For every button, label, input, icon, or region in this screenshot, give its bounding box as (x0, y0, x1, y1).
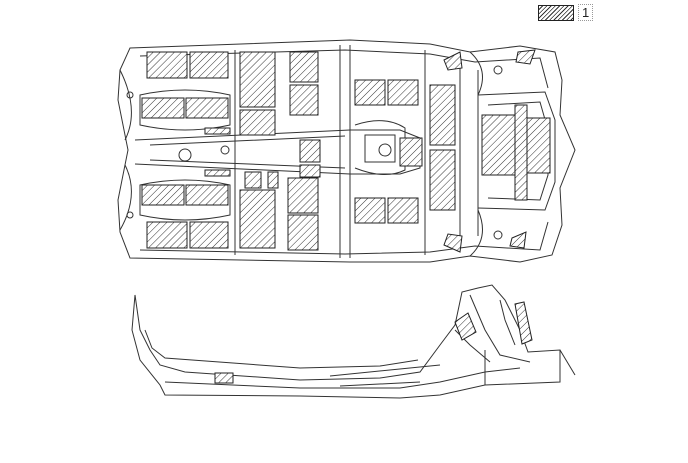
top-view-floor (117, 39, 576, 263)
pad (204, 127, 231, 135)
pad (514, 104, 528, 201)
pad (387, 197, 419, 224)
pad (239, 189, 276, 249)
pad (515, 49, 536, 65)
side-view-pads (214, 301, 533, 384)
sound-deadening-pads (141, 49, 551, 253)
pad (267, 171, 279, 189)
pad (204, 169, 231, 177)
pad (429, 84, 456, 146)
pad (429, 149, 456, 211)
pad (244, 171, 262, 189)
pad (239, 51, 276, 108)
pad (146, 51, 188, 79)
pad (299, 164, 321, 178)
pad (354, 197, 386, 224)
pad (185, 97, 229, 119)
pad (287, 214, 319, 251)
legend: 1 (538, 4, 594, 21)
pad (454, 312, 477, 341)
pad (141, 97, 185, 119)
pad (289, 84, 319, 116)
pad (514, 301, 533, 345)
floor-outline (117, 39, 576, 263)
pad (289, 51, 319, 83)
pad (524, 117, 551, 174)
pad (509, 231, 527, 249)
hatch-swatch (538, 4, 574, 21)
pad (189, 221, 229, 249)
legend-number: 1 (578, 4, 594, 21)
side-outline (131, 284, 561, 399)
pad (287, 177, 319, 214)
pad (354, 79, 386, 106)
pad (185, 184, 229, 206)
pad (239, 109, 276, 136)
center-tunnel (134, 129, 421, 175)
pad (299, 139, 321, 163)
pad (189, 51, 229, 79)
pad (399, 137, 423, 167)
pad (387, 79, 419, 106)
pad (214, 372, 234, 384)
side-view-floor (131, 284, 576, 399)
pad (141, 184, 185, 206)
pad (443, 233, 463, 253)
pad (146, 221, 188, 249)
pad (443, 51, 463, 71)
